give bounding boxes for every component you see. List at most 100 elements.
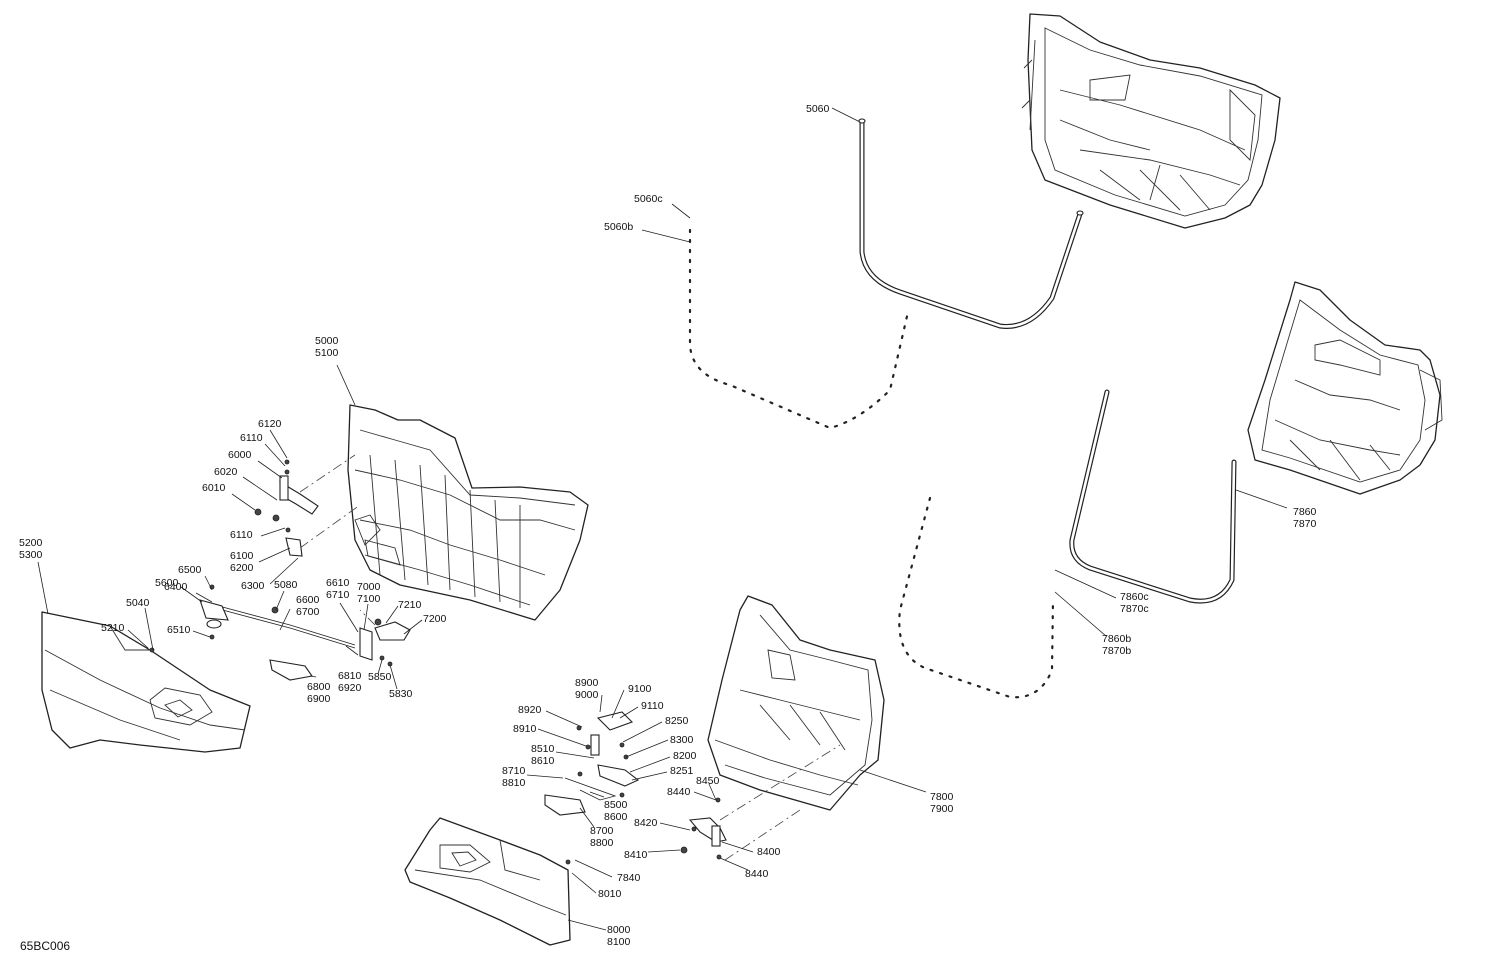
callout-number: 5850 [368,671,392,683]
callout-6110a: 6110 [240,432,263,444]
callout-8400: 8400 [757,846,781,858]
callout-6500: 6500 [178,564,202,576]
callout-number: 7870 [1293,518,1317,530]
callout-6120: 6120 [258,418,282,430]
callout-5080: 5080 [274,579,298,591]
assembly-axis-lines [299,454,841,861]
callout-number: 8440 [745,868,769,880]
callout-number: 5040 [126,597,150,609]
callout-number: 8500 [604,799,628,811]
callout-5210: 5210 [101,622,125,634]
callout-number: 5210 [101,622,125,634]
callout-number: 6900 [307,693,331,705]
callout-number: 5060c [634,193,663,205]
callout-number: 6710 [326,589,350,601]
callout-number: 5000 [315,335,339,347]
front-door-hinge [254,459,319,557]
callout-number: 5300 [19,549,43,561]
callout-number: 9000 [575,689,599,701]
door-seal-upper [858,118,1084,329]
rear-door-shell-lower [1247,281,1443,495]
callout-number: 7870b [1102,645,1131,657]
callout-number: 7870c [1120,603,1149,615]
callout-number: 8010 [598,888,622,900]
callout-leader-lines [37,107,1288,931]
callout-7840: 7840 [617,872,641,884]
callout-number: 6500 [178,564,202,576]
fastener-path-lower [898,496,1055,699]
callout-number: 8800 [590,837,614,849]
callout-number: 8440 [667,786,691,798]
callout-number: 6200 [230,562,254,574]
callout-number: 8510 [531,743,555,755]
callout-number: 7860b [1102,633,1131,645]
callout-number: 6610 [326,577,350,589]
callout-number: 7860c [1120,591,1149,603]
callout-6010: 6010 [202,482,226,494]
callout-number: 8900 [575,677,599,689]
callout-5830: 5830 [389,688,413,700]
callout-number: 6110 [230,529,253,541]
callout-number: 5600 [155,577,179,589]
callout-number: 8700 [590,825,614,837]
callout-6300: 6300 [241,580,265,592]
callout-number: 8610 [531,755,555,767]
callout-number: 6920 [338,682,362,694]
callout-8410: 8410 [624,849,648,861]
callout-number: 6700 [296,606,320,618]
callout-5060c: 5060c [634,193,663,205]
callout-number: 8600 [604,811,628,823]
callout-number: 6120 [258,418,282,430]
callout-5040: 5040 [126,597,150,609]
callout-number: 8810 [502,777,526,789]
front-door-trim-panel [41,611,251,753]
callout-number: 8250 [665,715,689,727]
callout-6110b: 6110 [230,529,253,541]
callout-number: 8251 [670,765,694,777]
callout-number: 5830 [389,688,413,700]
callout-number: 5060 [806,103,830,115]
callout-number: 7860 [1293,506,1317,518]
callout-8251: 8251 [670,765,694,777]
callout-number: 6400 [164,581,188,593]
callout-number: 8400 [757,846,781,858]
front-door-frame [347,404,589,621]
callout-number: 8100 [607,936,631,948]
front-door-latch-rod [149,584,411,681]
callout-labels: 50605060c5060b50005100612061106000602060… [19,103,1317,948]
callout-number: 8410 [624,849,648,861]
callout-number: 6020 [214,466,238,478]
callout-8300: 8300 [670,734,694,746]
callout-9100: 9100 [628,683,652,695]
callout-6510: 6510 [167,624,191,636]
callout-8250: 8250 [665,715,689,727]
callout-number: 8920 [518,704,542,716]
callout-8200: 8200 [673,750,697,762]
callout-number: 5200 [19,537,43,549]
callout-6020: 6020 [214,466,238,478]
callout-number: 6110 [240,432,263,444]
callout-number: 8000 [607,924,631,936]
callout-number: 8910 [513,723,537,735]
callout-number: 9110 [641,700,664,712]
callout-number: 6000 [228,449,252,461]
fastener-path-upper [688,228,910,430]
callout-number: 5100 [315,347,339,359]
callout-number: 7840 [617,872,641,884]
